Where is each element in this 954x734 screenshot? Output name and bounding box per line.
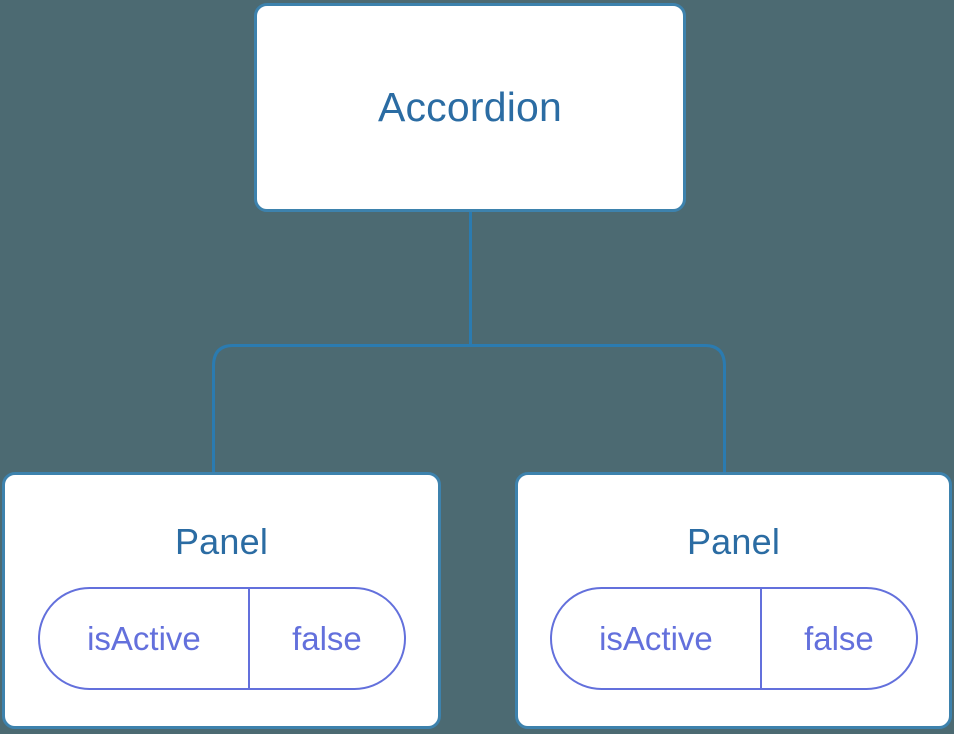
state-badge-right-value: false	[804, 620, 874, 657]
node-accordion[interactable]: Accordion	[254, 3, 686, 212]
state-badge-left[interactable]: isActive false	[37, 587, 406, 690]
state-badge-right-key: isActive	[552, 589, 763, 688]
state-badge-right[interactable]: isActive false	[549, 587, 918, 690]
node-panel-right[interactable]: Panel isActive false	[515, 472, 952, 729]
node-panel-left-label: Panel	[174, 521, 269, 562]
state-badge-left-value: false	[292, 620, 362, 657]
node-accordion-label: Accordion	[377, 84, 563, 130]
node-panel-left[interactable]: Panel isActive false	[2, 472, 441, 729]
node-panel-right-label: Panel	[686, 521, 781, 562]
state-badge-left-key: isActive	[40, 589, 251, 688]
connector-branch-right	[470, 344, 726, 473]
connector-branch-left	[212, 344, 471, 473]
